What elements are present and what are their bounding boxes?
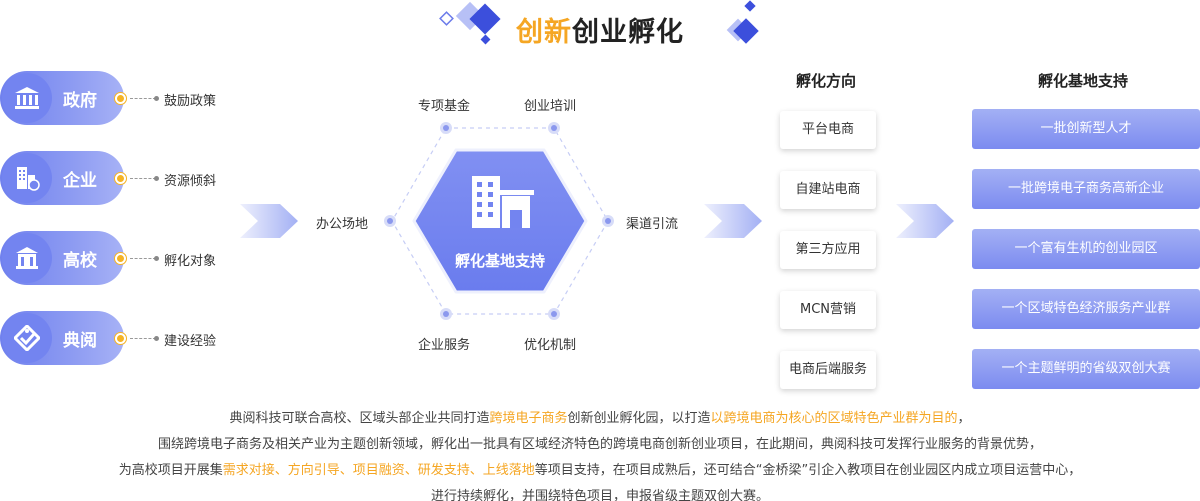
chevron-right-icon [240,204,298,238]
dianyue-circle [2,313,52,363]
paragraph-text: 为高校项目开展集 [118,463,223,478]
direction-item: MCN营销 [780,291,876,329]
hex-label-left: 办公场地 [316,217,369,232]
pill-label: 企业 [63,171,97,191]
title-decoration-right-icon [726,0,759,44]
paragraph-text: 典阅科技可联合高校、区域头部企业共同打造 [229,411,490,426]
connector-end-dot [154,256,159,261]
hex-node-top-left [440,122,452,134]
paragraph-text: 创新创业孵化园，以打造 [567,411,711,426]
description-paragraph: 典阅科技可联合高校、区域头部企业共同打造跨境电子商务创新创业孵化园，以打造以跨境… [0,406,1200,501]
university-circle [2,233,52,283]
direction-item: 自建站电商 [780,171,876,209]
paragraph-highlight: 以跨境电商为核心的区域特色产业群为目的 [710,411,958,426]
paragraph-text: 等项目支持，在项目成熟后，还可结合“金桥梁”引企入教项目在创业园区内成立项目运营… [534,463,1082,478]
pill-label: 典阅 [63,331,97,351]
pill-text: 建设经验 [164,334,217,349]
support-item: 一个区域特色经济服务产业群 [972,289,1200,329]
direction-item: 平台电商 [780,111,876,149]
paragraph-line: 围绕跨境电子商务及相关产业为主题创新领域，孵化出一批具有区域经济特色的跨境电商创… [157,437,1042,452]
hexagon-diagram [391,127,609,315]
paragraph-highlight: 跨境电子商务 [489,411,568,426]
title-rest: 创业孵化 [572,17,684,48]
connector-dash [130,338,156,339]
paragraph-line: 典阅科技可联合高校、区域头部企业共同打造跨境电子商务创新创业孵化园，以打造以跨境… [0,406,1200,432]
paragraph-highlight: 需求对接、方向引导、项目融资、研发支持、上线落地 [222,463,535,478]
connector-dash [130,98,156,99]
hex-label-top-left: 专项基金 [418,99,471,114]
hexagon-center-label: 孵化基地支持 [454,252,545,270]
connector-dot [115,253,126,264]
government-building-icon [15,87,39,109]
hex-label-bottom-right: 优化机制 [524,338,577,353]
hex-label-top-right: 创业培训 [524,99,577,114]
connector-dot [115,333,126,344]
hex-label-bottom-left: 企业服务 [418,338,471,353]
hex-node-left [384,215,396,227]
chevron-right-icon [896,204,954,238]
pill-university: 高校 [0,231,124,285]
hex-node-bottom-right [548,308,560,320]
support-item: 一批跨境电子商务高新企业 [972,169,1200,209]
support-item: 一个富有生机的创业园区 [972,229,1200,269]
connector-end-dot [154,336,159,341]
connector-end-dot [154,176,159,181]
pill-government: 政府 [0,71,124,125]
connector-dash [130,178,156,179]
direction-item: 电商后端服务 [780,351,876,389]
pill-text: 资源倾斜 [164,174,217,189]
hex-label-right: 渠道引流 [626,217,679,232]
hex-node-bottom-left [440,308,452,320]
incubator-building-icon [472,176,534,228]
title-decoration-left-icon [439,1,501,45]
paragraph-line: 为高校项目开展集需求对接、方向引导、项目融资、研发支持、上线落地等项目支持，在项… [0,458,1200,484]
support-title: 孵化基地支持 [1038,72,1129,90]
direction-title: 孵化方向 [796,72,857,90]
support-item: 一批创新型人才 [972,109,1200,149]
pill-label: 高校 [63,251,97,271]
title-highlight: 创新 [516,17,572,48]
paragraph-text: ， [957,411,971,426]
connector-dot [115,93,126,104]
hex-node-right [602,215,614,227]
government-circle [2,73,52,123]
connector-dash [130,258,156,259]
enterprise-building-icon [17,167,40,191]
paragraph-line: 进行持续孵化，并围绕特色项目，申报省级主题双创大赛。 [430,489,769,501]
pill-text: 鼓励政策 [164,94,217,109]
connector-end-dot [154,96,159,101]
direction-item: 第三方应用 [780,231,876,269]
enterprise-circle [2,153,52,203]
pill-dianyue: 典阅 [0,311,124,365]
connector-dot [115,173,126,184]
pill-label: 政府 [63,91,97,111]
dianyue-logo-icon [14,325,40,351]
pill-enterprise: 企业 [0,151,124,205]
support-item: 一个主题鲜明的省级双创大赛 [972,349,1200,389]
hex-node-top-right [548,122,560,134]
page-title: 创新创业孵化 [0,10,1200,49]
chevron-right-icon [704,204,762,238]
pill-text: 孵化对象 [164,254,217,269]
university-building-icon [16,247,38,269]
